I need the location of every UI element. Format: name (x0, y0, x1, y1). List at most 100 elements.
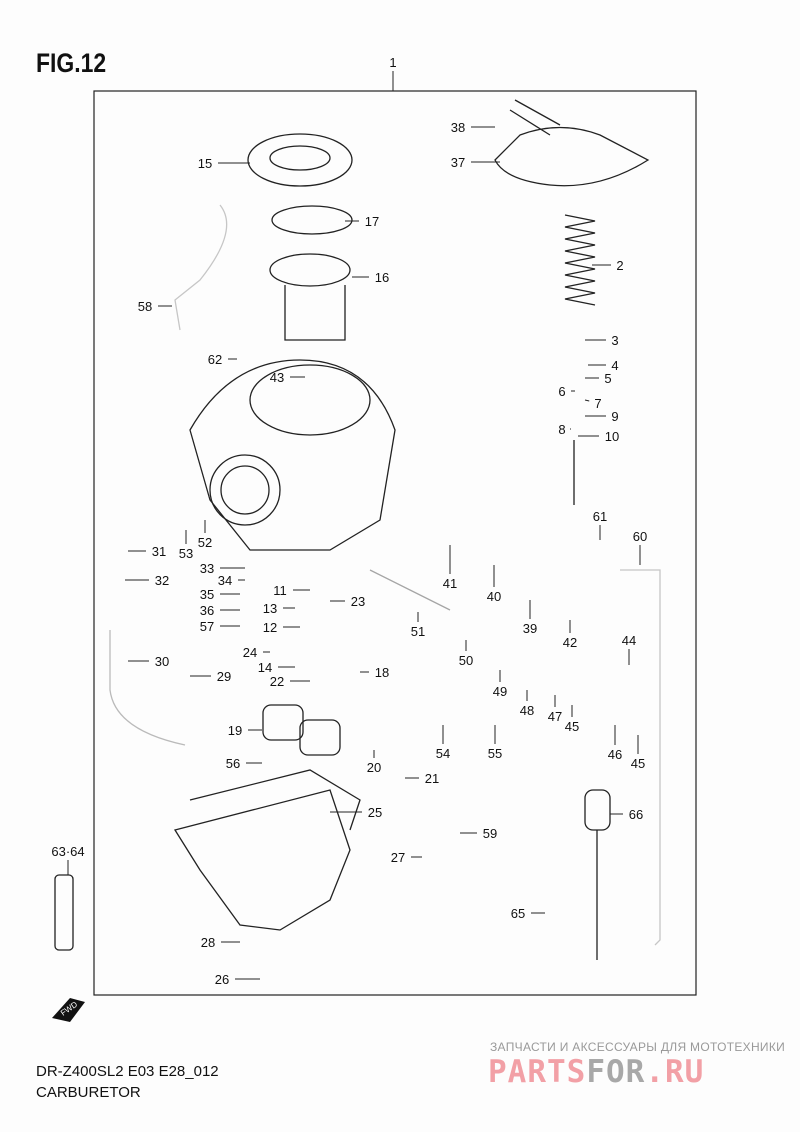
callout-label[interactable]: 56 (226, 756, 240, 771)
callout-label[interactable]: 63·64 (51, 844, 84, 859)
callout-50[interactable]: 50 (459, 640, 473, 668)
callout-40[interactable]: 40 (487, 565, 501, 604)
callout-label[interactable]: 65 (511, 906, 525, 921)
callout-54[interactable]: 54 (436, 725, 450, 761)
callout-47[interactable]: 47 (548, 695, 562, 724)
callout-label[interactable]: 2 (616, 258, 623, 273)
callout-41[interactable]: 41 (443, 545, 457, 591)
callout-label[interactable]: 19 (228, 723, 242, 738)
callout-label[interactable]: 59 (483, 826, 497, 841)
callout-2[interactable]: 2 (592, 258, 624, 273)
callout-32[interactable]: 32 (125, 573, 169, 588)
callout-label[interactable]: 3 (611, 333, 618, 348)
callout-21[interactable]: 21 (405, 771, 439, 786)
callout-label[interactable]: 51 (411, 624, 425, 639)
callout-label[interactable]: 23 (351, 594, 365, 609)
callout-label[interactable]: 12 (263, 620, 277, 635)
callout-14[interactable]: 14 (258, 660, 295, 675)
callout-38[interactable]: 38 (451, 120, 495, 135)
callout-label[interactable]: 41 (443, 576, 457, 591)
callout-label[interactable]: 34 (218, 573, 232, 588)
callout-48[interactable]: 48 (520, 690, 534, 718)
callout-label[interactable]: 53 (179, 546, 193, 561)
callout-label[interactable]: 58 (138, 299, 152, 314)
callout-6[interactable]: 6 (558, 384, 575, 399)
callout-25[interactable]: 25 (330, 805, 382, 820)
callout-35[interactable]: 35 (200, 587, 240, 602)
callout-label[interactable]: 45 (565, 719, 579, 734)
callout-18[interactable]: 18 (360, 665, 389, 680)
callout-46[interactable]: 46 (608, 725, 622, 762)
callout-label[interactable]: 55 (488, 746, 502, 761)
callout-65[interactable]: 65 (511, 906, 545, 921)
callout-9[interactable]: 9 (585, 409, 619, 424)
callout-39[interactable]: 39 (523, 600, 537, 636)
callout-label[interactable]: 38 (451, 120, 465, 135)
callout-17[interactable]: 17 (345, 214, 379, 229)
callout-28[interactable]: 28 (201, 935, 240, 950)
callout-5[interactable]: 5 (585, 371, 612, 386)
callout-8[interactable]: 8 (558, 422, 571, 437)
callout-label[interactable]: 8 (558, 422, 565, 437)
callout-label[interactable]: 24 (243, 645, 257, 660)
callout-label[interactable]: 20 (367, 760, 381, 775)
callout-label[interactable]: 47 (548, 709, 562, 724)
callout-27[interactable]: 27 (391, 850, 422, 865)
callout-label[interactable]: 66 (629, 807, 643, 822)
callout-29[interactable]: 29 (190, 669, 231, 684)
callout-label[interactable]: 21 (425, 771, 439, 786)
callout-label[interactable]: 54 (436, 746, 450, 761)
callout-label[interactable]: 40 (487, 589, 501, 604)
callout-52[interactable]: 52 (198, 520, 212, 550)
callout-45[interactable]: 45 (565, 705, 579, 734)
callout-11[interactable]: 11 (273, 583, 310, 598)
callout-label[interactable]: 50 (459, 653, 473, 668)
callout-label[interactable]: 36 (200, 603, 214, 618)
callout-label[interactable]: 9 (611, 409, 618, 424)
callout-label[interactable]: 17 (365, 214, 379, 229)
callout-label[interactable]: 11 (273, 583, 287, 598)
callout-label[interactable]: 13 (263, 601, 277, 616)
callout-22[interactable]: 22 (270, 674, 310, 689)
callout-label[interactable]: 15 (198, 156, 212, 171)
callout-label[interactable]: 43 (270, 370, 284, 385)
callout-label[interactable]: 10 (605, 429, 619, 444)
callout-label[interactable]: 60 (633, 529, 647, 544)
callout-19[interactable]: 19 (228, 723, 262, 738)
callout-66[interactable]: 66 (610, 807, 643, 822)
callout-label[interactable]: 1 (389, 55, 396, 70)
callout-7[interactable]: 7 (584, 396, 602, 411)
callout-58[interactable]: 58 (138, 299, 172, 314)
callout-59[interactable]: 59 (460, 826, 497, 841)
callout-label[interactable]: 42 (563, 635, 577, 650)
callout-12[interactable]: 12 (263, 620, 300, 635)
callout-label[interactable]: 45 (631, 756, 645, 771)
callout-23[interactable]: 23 (330, 594, 365, 609)
callout-20[interactable]: 20 (367, 750, 381, 775)
callout-36[interactable]: 36 (200, 603, 240, 618)
callout-label[interactable]: 49 (493, 684, 507, 699)
callout-label[interactable]: 29 (217, 669, 231, 684)
callout-label[interactable]: 27 (391, 850, 405, 865)
callout-label[interactable]: 16 (375, 270, 389, 285)
callout-34[interactable]: 34 (218, 573, 245, 588)
callout-62[interactable]: 62 (208, 352, 237, 367)
callout-1[interactable]: 1 (389, 55, 397, 91)
callout-label[interactable]: 32 (155, 573, 169, 588)
callout-label[interactable]: 14 (258, 660, 272, 675)
callout-45[interactable]: 45 (631, 735, 645, 771)
callout-61[interactable]: 61 (593, 509, 607, 540)
callout-label[interactable]: 37 (451, 155, 465, 170)
callout-15[interactable]: 15 (198, 156, 250, 171)
callout-label[interactable]: 62 (208, 352, 222, 367)
callout-42[interactable]: 42 (563, 620, 577, 650)
callout-30[interactable]: 30 (128, 654, 169, 669)
callout-label[interactable]: 5 (604, 371, 611, 386)
callout-56[interactable]: 56 (226, 756, 262, 771)
callout-63-64[interactable]: 63·64 (51, 844, 85, 875)
callout-24[interactable]: 24 (243, 645, 270, 660)
callout-label[interactable]: 44 (622, 633, 636, 648)
callout-label[interactable]: 46 (608, 747, 622, 762)
callout-label[interactable]: 22 (270, 674, 284, 689)
callout-label[interactable]: 57 (200, 619, 214, 634)
